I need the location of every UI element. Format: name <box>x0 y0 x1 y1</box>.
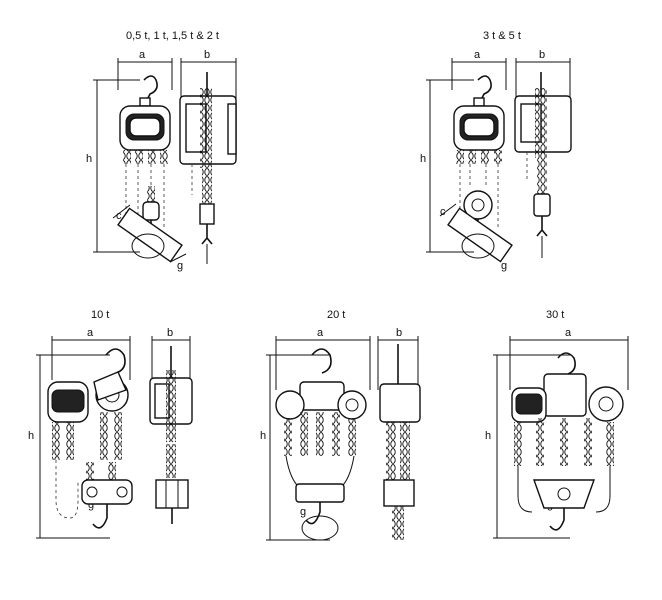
dim-a-10t: a <box>87 327 94 339</box>
hoist-20t-front-view <box>266 336 371 541</box>
dim-b-medium: b <box>539 49 546 61</box>
hoist-small-side-view <box>179 58 237 264</box>
hoist-20t-side-view <box>377 336 421 540</box>
dim-a-small: a <box>139 49 146 61</box>
dim-h-small: h <box>86 153 93 165</box>
title-small-hoists: 0,5 t, 1 t, 1,5 t & 2 t <box>126 30 219 42</box>
dim-g-20t: g <box>300 506 307 518</box>
hoist-medium-side-view <box>514 58 572 258</box>
dim-a-20t: a <box>317 327 324 339</box>
title-20t-hoist: 20 t <box>327 309 346 321</box>
dim-b-20t: b <box>396 327 403 339</box>
title-10t-hoist: 10 t <box>91 309 110 321</box>
dim-g-small: g <box>177 260 184 272</box>
title-3t-5t-hoists: 3 t & 5 t <box>483 30 521 42</box>
dim-c-medium: c <box>440 206 446 218</box>
hoist-small-front-view <box>93 58 187 263</box>
title-30t-hoist: 30 t <box>546 309 565 321</box>
hoist-10t-side-view <box>149 336 193 524</box>
dim-b-small: b <box>204 49 211 61</box>
dim-h-30t: h <box>485 430 492 442</box>
dim-h-10t: h <box>28 430 35 442</box>
dim-c-small: c <box>116 210 122 222</box>
dim-a-medium: a <box>474 49 481 61</box>
hoist-medium-front-view <box>426 58 513 263</box>
dim-b-10t: b <box>167 327 174 339</box>
dim-a-30t: a <box>565 327 572 339</box>
hoist-30t-front-view <box>493 336 629 539</box>
dim-g-medium: g <box>501 260 508 272</box>
dim-h-20t: h <box>260 430 267 442</box>
dim-g-10t: g <box>88 499 95 511</box>
dim-h-medium: h <box>420 153 427 165</box>
hoist-10t-front-view <box>36 336 133 539</box>
